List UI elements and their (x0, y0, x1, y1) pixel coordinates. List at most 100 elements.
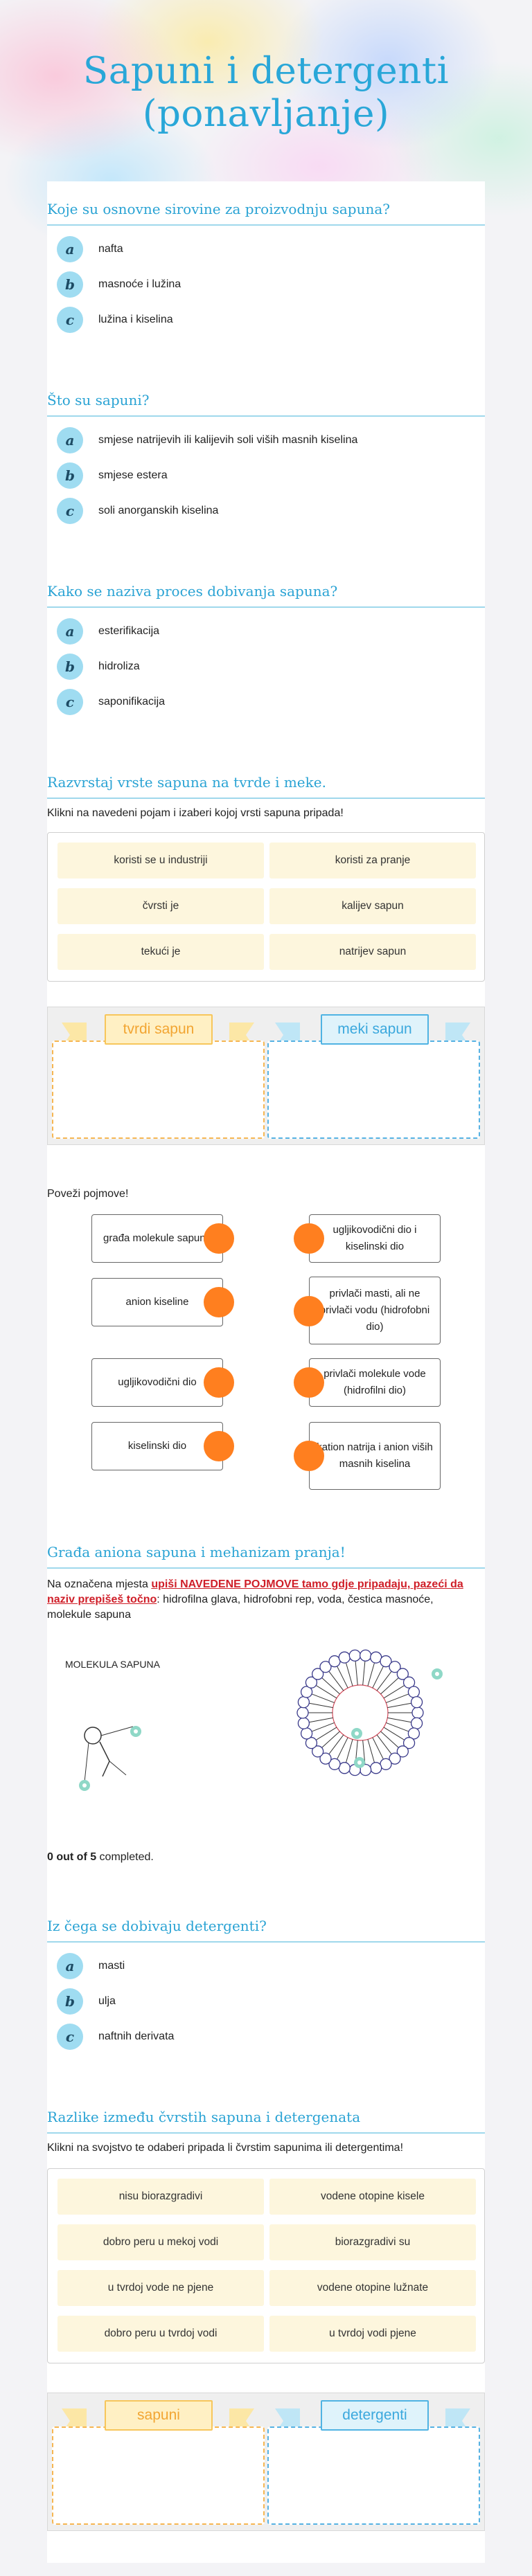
option-a[interactable]: a esterifikacija (47, 613, 485, 649)
sort-categories-2: sapuni detergenti (47, 2393, 485, 2531)
score-status: 0 out of 5 completed. (47, 1851, 154, 1864)
match-connector-dot[interactable] (294, 1367, 324, 1398)
molecule-label: MOLEKULA SAPUNA (65, 1659, 160, 1670)
option-text: soli anorganskih kiselina (98, 504, 219, 516)
option-a[interactable]: a smjese natrijevih ili kalijevih soli vi… (47, 422, 485, 458)
option-letter: a (57, 618, 83, 645)
sort-chip[interactable]: kalijev sapun (269, 888, 476, 924)
match-title: Poveži pojmove! (47, 1188, 129, 1200)
task-title: Građa aniona sapuna i mehanizam pranja! (47, 1544, 485, 1569)
option-text: lužina i kiselina (98, 313, 173, 325)
fill-task: Građa aniona sapuna i mehanizam pranja! … (47, 1544, 485, 1623)
score-count: 0 out of 5 (47, 1851, 97, 1863)
option-text: ulja (98, 1994, 116, 2007)
instruction-highlight: upiši NAVEDENE POJMOVE tamo gdje pripada… (47, 1578, 463, 1605)
sort-chip[interactable]: koristi se u industriji (57, 843, 264, 879)
option-letter: a (57, 1952, 83, 1979)
match-right-item[interactable]: kation natrija i anion viših masnih kise… (309, 1422, 441, 1490)
option-letter: b (57, 271, 83, 298)
soap-diagram: MOLEKULA SAPUNA (47, 1643, 485, 1791)
chip-pool: nisu biorazgradivi vodene otopine kisele… (47, 2168, 485, 2363)
option-letter: a (57, 426, 83, 453)
match-left-item[interactable]: kiselinski dio (91, 1422, 223, 1470)
sort-chip[interactable]: u tvrdoj vodi pjene (269, 2316, 476, 2352)
question-title: Koje su osnovne sirovine za proizvodnju … (47, 201, 485, 226)
option-c[interactable]: c soli anorganskih kiselina (47, 493, 485, 528)
option-text: masnoće i lužina (98, 278, 181, 290)
sort-chip[interactable]: biorazgradivi su (269, 2224, 476, 2260)
category-label-left: sapuni (105, 2400, 213, 2431)
question-title: Što su sapuni? (47, 392, 485, 417)
option-text: nafta (98, 242, 123, 255)
sort-categories-1: tvrdi sapun meki sapun (47, 1007, 485, 1145)
question-1: Koje su osnovne sirovine za proizvodnju … (47, 201, 485, 337)
score-text: completed. (96, 1851, 154, 1863)
option-text: masti (98, 1959, 125, 1972)
drop-zone-right[interactable] (267, 2426, 480, 2525)
match-connector-dot[interactable] (294, 1223, 324, 1254)
sort-chip[interactable]: dobro peru u mekoj vodi (57, 2224, 264, 2260)
match-connector-dot[interactable] (204, 1287, 234, 1317)
sort-chip[interactable]: dobro peru u tvrdoj vodi (57, 2316, 264, 2352)
option-a[interactable]: a masti (47, 1948, 485, 1983)
chip-pool: koristi se u industriji koristi za pranj… (47, 832, 485, 982)
page-title: Sapuni i detergenti (ponavljanje) (82, 50, 450, 135)
sort-chip[interactable]: natrijev sapun (269, 934, 476, 970)
option-letter: c (57, 2023, 83, 2050)
option-letter: b (57, 1988, 83, 2015)
option-letter: b (57, 462, 83, 489)
option-letter: c (57, 688, 83, 715)
instruction-text: : hidrofilna glava, hidrofobni rep, voda… (47, 1594, 434, 1621)
match-right-item[interactable]: privlači molekule vode (hidrofilni dio) (309, 1358, 441, 1407)
drop-zone-right[interactable] (267, 1041, 480, 1139)
option-text: smjese natrijevih ili kalijevih soli viš… (98, 433, 358, 446)
match-connector-dot[interactable] (204, 1223, 234, 1254)
option-text: naftnih derivata (98, 2030, 175, 2042)
sort-task-2: Razlike između čvrstih sapuna i detergen… (47, 2109, 485, 2156)
match-connector-dot[interactable] (204, 1367, 234, 1398)
option-text: hidroliza (98, 660, 140, 672)
sort-chip[interactable]: vodene otopine kisele (269, 2179, 476, 2215)
option-c[interactable]: c saponifikacija (47, 684, 485, 719)
option-letter: c (57, 497, 83, 524)
drop-zone-left[interactable] (52, 1041, 265, 1139)
content-card: Koje su osnovne sirovine za proizvodnju … (47, 181, 485, 2563)
sort-chip[interactable]: tekući je (57, 934, 264, 970)
category-label-right: detergenti (321, 2400, 429, 2431)
drop-zone-left[interactable] (52, 2426, 265, 2525)
sort-chip[interactable]: koristi za pranje (269, 843, 476, 879)
task-instruction: Na označena mjesta upiši NAVEDENE POJMOV… (47, 1577, 477, 1623)
match-left-item[interactable]: ugljikovodični dio (91, 1358, 223, 1407)
option-c[interactable]: c naftnih derivata (47, 2019, 485, 2054)
match-right-item[interactable]: ugljikovodični dio i kiselinski dio (309, 1214, 441, 1263)
category-label-right: meki sapun (321, 1014, 429, 1045)
sort-chip[interactable]: vodene otopine lužnate (269, 2270, 476, 2306)
sort-chip[interactable]: u tvrdoj vode ne pjene (57, 2270, 264, 2306)
match-connector-dot[interactable] (294, 1296, 324, 1326)
task-title: Razlike između čvrstih sapuna i detergen… (47, 2109, 485, 2134)
option-b[interactable]: b masnoće i lužina (47, 267, 485, 302)
match-left-item[interactable]: građa molekule sapuna (91, 1214, 223, 1263)
instruction-text: Na označena mjesta (47, 1578, 152, 1590)
question-3: Kako se naziva proces dobivanja sapuna? … (47, 583, 485, 719)
option-b[interactable]: b ulja (47, 1983, 485, 2019)
option-b[interactable]: b smjese estera (47, 458, 485, 493)
sort-task-1: Razvrstaj vrste sapuna na tvrde i meke. … (47, 774, 485, 821)
option-text: esterifikacija (98, 624, 160, 637)
match-connector-dot[interactable] (204, 1431, 234, 1461)
soap-molecule-drawing (79, 1649, 443, 1791)
sort-chip[interactable]: nisu biorazgradivi (57, 2179, 264, 2215)
task-title: Razvrstaj vrste sapuna na tvrde i meke. (47, 774, 485, 799)
sort-chip[interactable]: čvrsti je (57, 888, 264, 924)
task-instruction: Klikni na svojstvo te odaberi pripada li… (47, 2142, 404, 2154)
match-left-item[interactable]: anion kiseline (91, 1278, 223, 1326)
option-text: smjese estera (98, 469, 168, 481)
match-connector-dot[interactable] (294, 1441, 324, 1471)
match-right-item[interactable]: privlači masti, ali ne privlači vodu (hi… (309, 1277, 441, 1344)
option-text: saponifikacija (98, 695, 166, 708)
option-b[interactable]: b hidroliza (47, 649, 485, 684)
option-letter: b (57, 653, 83, 680)
